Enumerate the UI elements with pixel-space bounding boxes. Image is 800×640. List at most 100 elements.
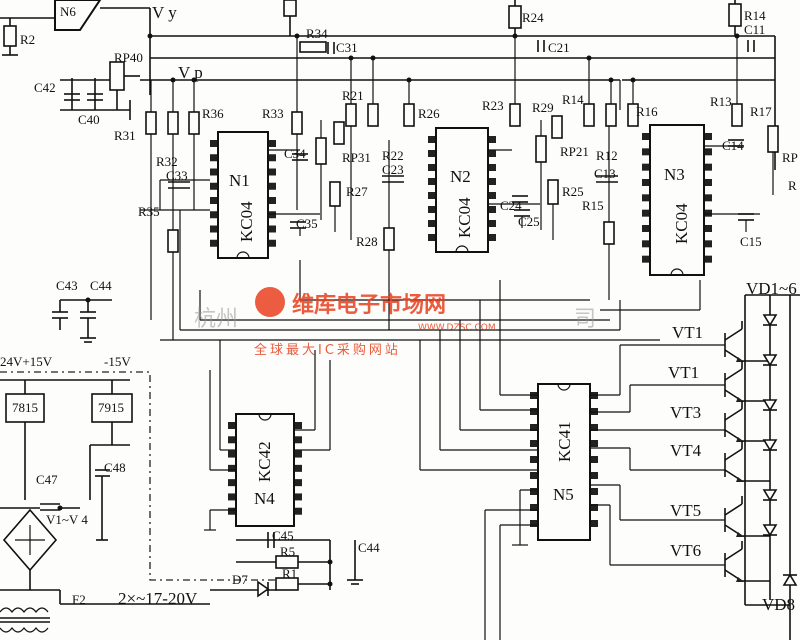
ic-n2: N2 KC04	[435, 127, 489, 253]
resistor-r26	[403, 103, 415, 127]
watermark-logo-icon	[255, 287, 285, 317]
ic-n3: N3 KC04	[649, 124, 705, 276]
ic-n1-name: N1	[229, 171, 250, 190]
label-c24: C24	[500, 198, 522, 213]
label-rp31: RP31	[342, 150, 371, 165]
label-n6: N6	[60, 4, 76, 19]
label-c31: C31	[336, 40, 358, 55]
label-r34: R34	[306, 26, 328, 41]
label-vt4: VT4	[670, 441, 702, 460]
resistor-r17	[767, 125, 779, 153]
ic-n5-type: KC41	[555, 421, 574, 462]
label-c44b: C44	[358, 540, 380, 555]
label-c42: C42	[34, 80, 56, 95]
label-supply: 24V+15V	[0, 354, 53, 369]
label-c14: C14	[722, 138, 744, 153]
resistor-r29	[551, 115, 563, 139]
label-vd16: VD1~6	[746, 279, 797, 298]
label-c48: C48	[104, 460, 126, 475]
op-amp-n6	[54, 0, 102, 31]
label-rp21: RP21	[560, 144, 589, 159]
label-vt6: VT6	[670, 541, 701, 560]
label-ac-in: 2×~17-20V	[118, 589, 198, 608]
pot-rp40-area	[60, 61, 140, 120]
label-d7: D7	[232, 572, 248, 587]
resistor-r25	[547, 179, 559, 205]
label-vt1a: VT1	[672, 323, 703, 342]
label-r15: R15	[582, 198, 604, 213]
diode-d7	[257, 580, 270, 598]
diode-column	[744, 294, 800, 640]
resistor-r24	[508, 5, 522, 29]
top-resistors	[283, 0, 755, 54]
watermark-right: 司	[574, 307, 596, 332]
ic-n1: N1 KC04	[217, 131, 269, 259]
ic-n5: KC41 N5	[537, 383, 591, 541]
ic-n4-type: KC42	[255, 441, 274, 482]
resistor-r33	[291, 111, 303, 135]
label-c35: C35	[296, 216, 318, 231]
label-vt5: VT5	[670, 501, 701, 520]
resistor-r16	[605, 103, 617, 127]
wiring-verticals	[140, 36, 774, 341]
label-c13: C13	[594, 166, 616, 181]
ic-n3-type: KC04	[672, 203, 691, 244]
pot-rp40	[109, 61, 125, 91]
resistor-r31	[145, 111, 157, 135]
label-r29: R29	[532, 100, 554, 115]
label-v1v4: V1~V 4	[46, 512, 88, 527]
ic-n1-type: KC04	[237, 201, 256, 242]
label-vt1b: VT1	[668, 363, 699, 382]
watermark-left: 杭州	[194, 307, 238, 332]
n4-wiring	[204, 340, 363, 598]
label-r22: R22	[382, 148, 404, 163]
label-reg7815: 7815	[12, 400, 38, 415]
label-reg7915: 7915	[98, 400, 124, 415]
label-r32: R32	[156, 154, 178, 169]
label-vt3: VT3	[670, 403, 701, 422]
label-r2: R2	[20, 32, 35, 47]
label-vp: V p	[178, 63, 203, 82]
resistor-r35	[167, 229, 179, 253]
label-r26: R26	[418, 106, 440, 121]
label-r35: R35	[138, 204, 160, 219]
resistor-r32	[167, 111, 179, 135]
label-c40: C40	[78, 112, 100, 127]
ic-n2-type: KC04	[455, 197, 474, 238]
resistor-r15	[603, 221, 615, 245]
component-labels: V y V p N6 R2 R24 R14 C11 R34 C31 C21 RP…	[0, 3, 798, 614]
label-r17: R17	[750, 104, 772, 119]
label-r13: R13	[710, 94, 732, 109]
label-r-edge: R	[788, 178, 797, 193]
label-r23: R23	[482, 98, 504, 113]
label-r5: R5	[280, 544, 295, 559]
resistor-r36	[188, 111, 200, 135]
watermark-brand: 维库电子市场网	[292, 292, 446, 318]
resistor-r27	[329, 181, 341, 207]
resistor-r21	[345, 103, 357, 127]
pot-rp31	[315, 137, 327, 165]
label-vd8: VD8	[762, 595, 795, 614]
label-c21: C21	[548, 40, 570, 55]
resistor-r34	[299, 41, 327, 53]
label-f2: F2	[72, 592, 86, 607]
label-r12: R12	[596, 148, 618, 163]
label-rp-edge: RP	[782, 150, 798, 165]
timing-caps	[168, 139, 760, 236]
label-r25: R25	[562, 184, 584, 199]
pot-rp21	[535, 135, 547, 163]
ic-n5-name: N5	[553, 485, 574, 504]
power-supply-block	[0, 371, 300, 633]
label-c43: C43	[56, 278, 78, 293]
label-c34: C34	[284, 146, 306, 161]
label-r16: R16	[636, 104, 658, 119]
label-vy: V y	[152, 3, 177, 22]
label-r27: R27	[346, 184, 368, 199]
label-r14b: R14	[562, 92, 584, 107]
decoupling-c43-c44	[52, 299, 112, 343]
n5-wiring	[419, 280, 725, 640]
ic-n4-name: N4	[254, 489, 275, 508]
label-c45: C45	[272, 528, 294, 543]
label-r21: R21	[342, 88, 364, 103]
